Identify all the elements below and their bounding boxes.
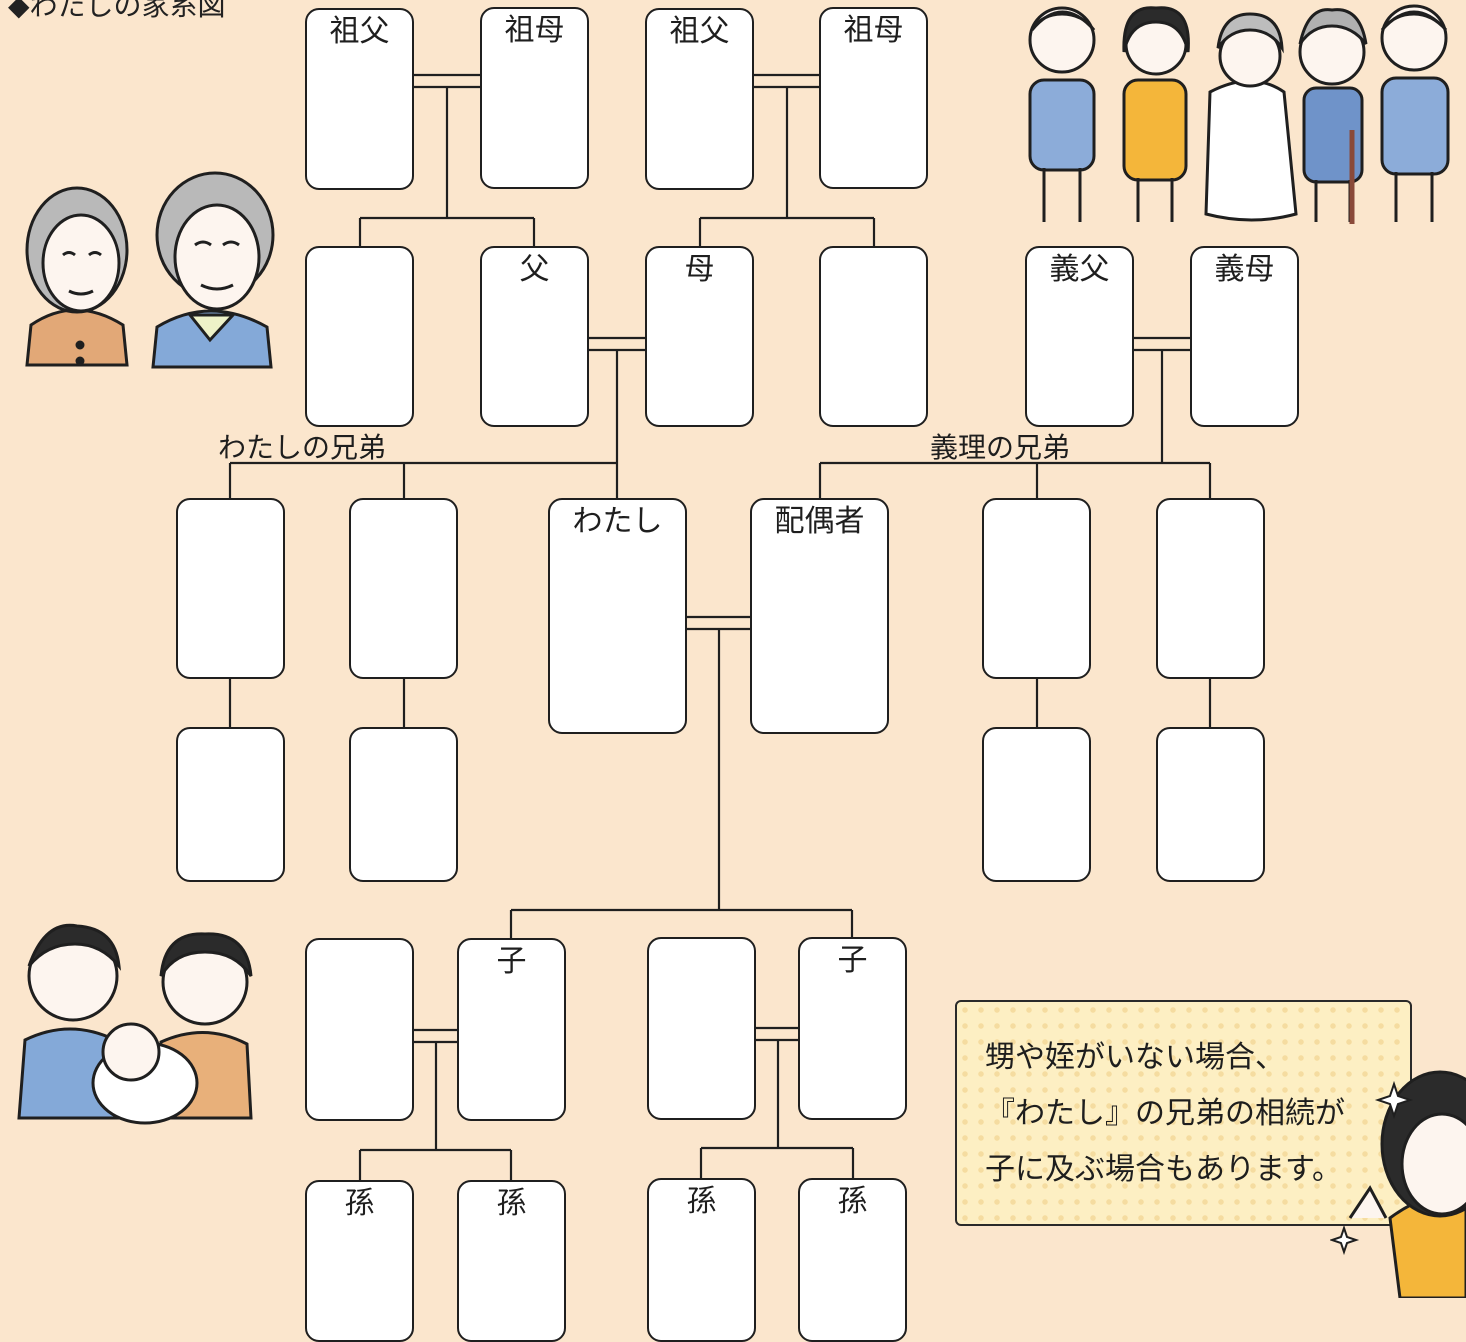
note-line-3: 子に及ぶ場合もあります。 (985, 1152, 1342, 1187)
box-sibling-1[interactable] (176, 498, 285, 679)
box-grandchild-1[interactable]: 孫 (305, 1180, 414, 1342)
box-grandfather-maternal[interactable]: 祖父 (645, 8, 754, 190)
box-child-1[interactable]: 子 (457, 938, 566, 1121)
box-child-2[interactable]: 子 (798, 937, 907, 1120)
family-group-illustration (1028, 4, 1450, 224)
box-father[interactable]: 父 (480, 246, 589, 427)
box-uncle-paternal[interactable] (305, 246, 414, 427)
box-nephew-1[interactable] (176, 727, 285, 882)
parents-with-baby-illustration (17, 923, 253, 1125)
elderly-couple-illustration (25, 171, 275, 369)
pointing-woman-illustration (1330, 1070, 1466, 1298)
box-grandmother-maternal[interactable]: 祖母 (819, 7, 928, 189)
label-inlaw-siblings: 義理の兄弟 (930, 431, 1071, 464)
inheritance-note: 甥や姪がいない場合、 『わたし』の兄弟の相続が 子に及ぶ場合もあります。 (955, 1000, 1412, 1226)
box-grandchild-4[interactable]: 孫 (798, 1178, 907, 1342)
box-grandfather-paternal[interactable]: 祖父 (305, 8, 414, 190)
box-grandmother-paternal[interactable]: 祖母 (480, 7, 589, 189)
box-inlaw-nephew-1[interactable] (982, 727, 1091, 882)
box-child-spouse-2[interactable] (647, 937, 756, 1120)
box-inlaw-nephew-2[interactable] (1156, 727, 1265, 882)
box-inlaw-sibling-1[interactable] (982, 498, 1091, 679)
box-sibling-2[interactable] (349, 498, 458, 679)
box-mother-in-law[interactable]: 義母 (1190, 246, 1299, 427)
box-me[interactable]: わたし (548, 498, 687, 734)
box-nephew-2[interactable] (349, 727, 458, 882)
note-line-2: 『わたし』の兄弟の相続が (985, 1096, 1345, 1131)
note-line-1: 甥や姪がいない場合、 (985, 1040, 1285, 1075)
box-spouse[interactable]: 配偶者 (750, 498, 889, 734)
page-title: ◆わたしの家系図 (8, 0, 226, 22)
box-mother[interactable]: 母 (645, 246, 754, 427)
box-grandchild-3[interactable]: 孫 (647, 1178, 756, 1342)
box-aunt-maternal[interactable] (819, 246, 928, 427)
box-grandchild-2[interactable]: 孫 (457, 1180, 566, 1342)
box-inlaw-sibling-2[interactable] (1156, 498, 1265, 679)
label-my-siblings: わたしの兄弟 (218, 431, 387, 464)
box-child-spouse-1[interactable] (305, 938, 414, 1121)
box-father-in-law[interactable]: 義父 (1025, 246, 1134, 427)
